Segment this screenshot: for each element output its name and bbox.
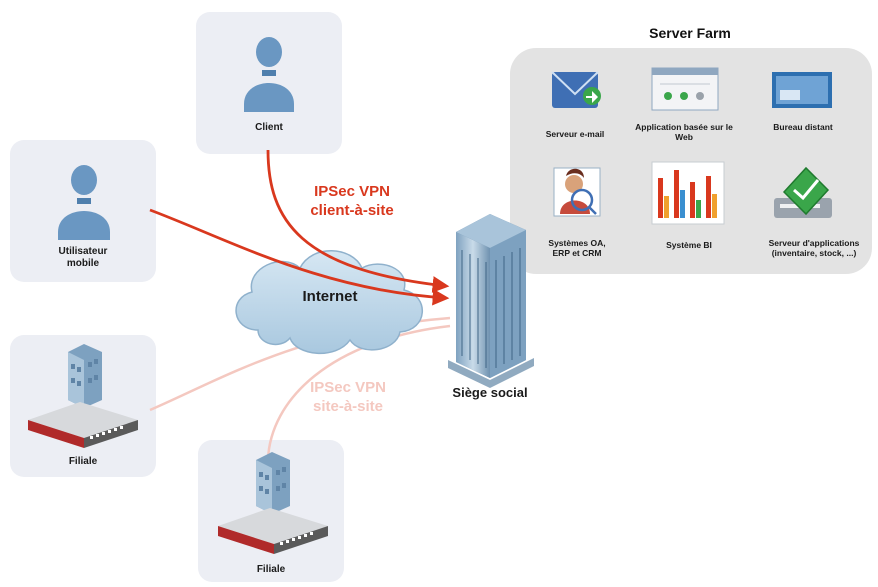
erp-crm-icon	[553, 167, 601, 217]
mobile-user-node	[10, 140, 156, 282]
client-person-icon	[244, 37, 294, 112]
server-farm-title: Server Farm	[649, 25, 731, 41]
mobile-vpn-line	[149, 208, 450, 306]
mail-icon	[551, 71, 601, 108]
branch-firewall-icon-1	[28, 402, 138, 448]
branch-building-icon-2	[256, 452, 290, 514]
app-server-icon	[774, 166, 832, 218]
branch-label-2: Filiale	[256, 564, 286, 575]
web-app-icon	[651, 67, 719, 111]
branch-firewall-icon-2	[218, 508, 328, 554]
app-label-remote-desktop: Bureau distant	[773, 122, 833, 132]
remote-desktop-icon	[772, 72, 832, 108]
site-to-site-vpn-label: IPSec VPN site-à-site	[310, 379, 386, 415]
app-label-mail: Serveur e-mail	[545, 129, 605, 139]
mobile-user-label: Utilisateur mobile	[58, 246, 108, 269]
site-to-site-line-2	[266, 324, 451, 461]
client-vpn-line	[266, 149, 450, 293]
app-label-app-server: Serveur d'applications (inventaire, stoc…	[768, 238, 860, 258]
branch-label-1: Filiale	[68, 456, 98, 467]
app-label-web: Application basée sur le Web	[635, 122, 733, 142]
branch-building-icon-1	[68, 344, 102, 408]
hq-label: Siège social	[452, 385, 528, 400]
mobile-user-person-icon	[58, 165, 110, 240]
app-label-erp-crm: Systèmes OA, ERP et CRM	[548, 238, 606, 258]
bi-chart-icon	[651, 161, 725, 225]
app-label-bi: Système BI	[666, 240, 712, 250]
internet-label: Internet	[302, 288, 358, 305]
client-to-site-vpn-label: IPSec VPN client-à-site	[310, 183, 394, 219]
internet-cloud	[235, 250, 423, 354]
hq-building-icon	[448, 214, 534, 388]
client-label: Client	[255, 122, 283, 133]
